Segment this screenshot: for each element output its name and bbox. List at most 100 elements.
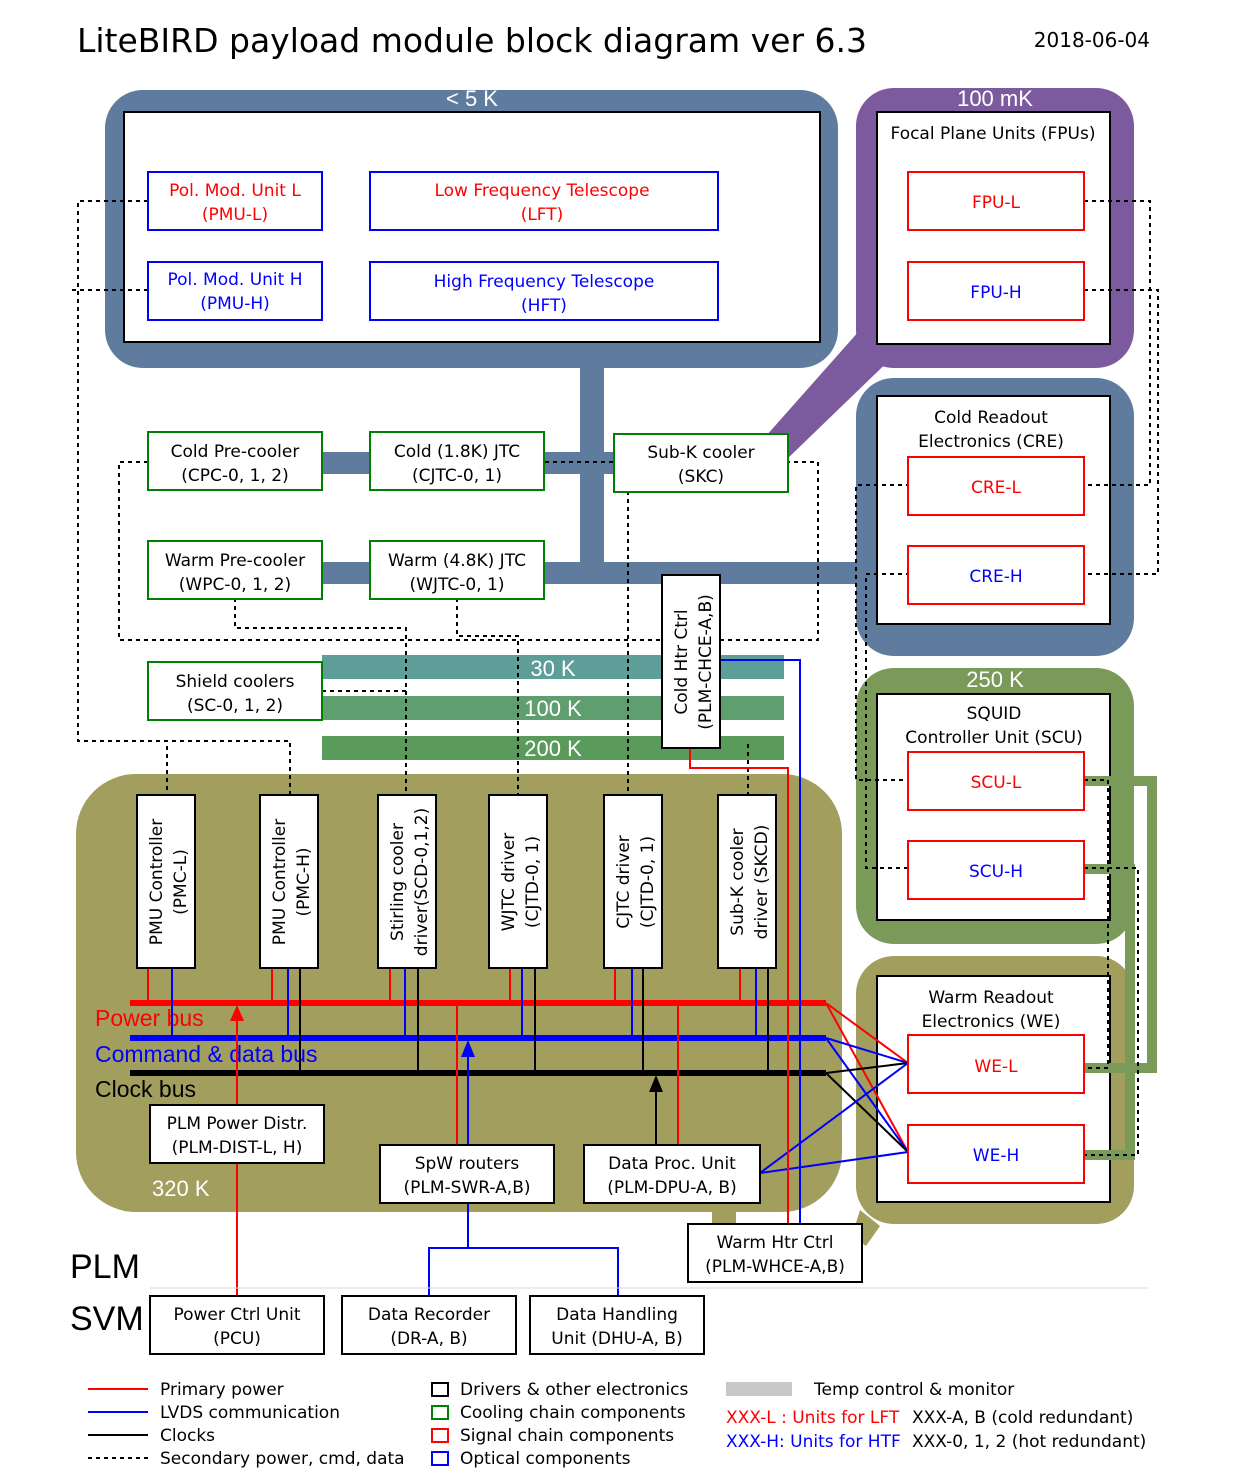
svg-text:(CPC-0, 1, 2): (CPC-0, 1, 2) <box>181 466 288 486</box>
secondary-lines <box>68 200 1159 1156</box>
svg-text:(PMU-L): (PMU-L) <box>202 205 268 225</box>
cpc-box: Cold Pre-cooler (CPC-0, 1, 2) <box>147 431 323 491</box>
svg-text:Stirling cooler: Stirling cooler <box>388 823 408 941</box>
plm-label: PLM <box>70 1248 140 1286</box>
svg-text:Cold Pre-cooler: Cold Pre-cooler <box>171 442 300 462</box>
cre-title-2: Electronics (CRE) <box>918 432 1064 452</box>
svg-text:Data Handling: Data Handling <box>556 1305 678 1325</box>
cjtc-box: Cold (1.8K) JTC (CJTC-0, 1) <box>369 431 545 491</box>
cre-h-box: CRE-H <box>907 545 1085 605</box>
cold-htr-ctrl-box: Cold Htr Ctrl (PLM-CHCE-A,B) <box>661 574 721 749</box>
svg-text:(DR-A, B): (DR-A, B) <box>390 1329 467 1349</box>
svg-text:Pol. Mod. Unit L: Pol. Mod. Unit L <box>169 181 301 201</box>
svg-text:(PCU): (PCU) <box>213 1329 261 1349</box>
svg-text:Warm (4.8K) JTC: Warm (4.8K) JTC <box>388 551 526 571</box>
scu-title-2: Controller Unit (SCU) <box>905 728 1082 748</box>
svg-text:WE-H: WE-H <box>973 1146 1019 1166</box>
svg-text:(PMC-L): (PMC-L) <box>171 849 191 915</box>
cre-l-box: CRE-L <box>907 456 1085 516</box>
svg-text:(SKC): (SKC) <box>678 467 724 487</box>
bus-to-we-lines <box>759 1002 909 1174</box>
legend-clocks: Clocks <box>160 1426 215 1446</box>
legend-optical: Optical components <box>460 1449 631 1469</box>
svg-text:Cold Htr Ctrl: Cold Htr Ctrl <box>672 609 692 714</box>
svg-text:SpW routers: SpW routers <box>415 1154 520 1174</box>
legend: Primary power LVDS communication Clocks … <box>88 1380 1146 1469</box>
svg-text:FPU-H: FPU-H <box>970 283 1021 303</box>
svg-text:High Frequency Telescope: High Frequency Telescope <box>434 272 655 292</box>
plm-dist-box: PLM Power Distr. (PLM-DIST-L, H) <box>149 1104 325 1164</box>
hft-box: High Frequency Telescope (HFT) <box>369 261 719 321</box>
shield-coolers-box: Shield coolers (SC-0, 1, 2) <box>147 661 323 721</box>
legend-xxx-012: XXX-0, 1, 2 (hot redundant) <box>912 1432 1146 1452</box>
scd-box: Stirling cooler driver(SCD-0,1,2) <box>377 794 437 969</box>
svg-text:WE-L: WE-L <box>974 1057 1018 1077</box>
fpu-l-box: FPU-L <box>907 171 1085 231</box>
svg-text:Sub-K cooler: Sub-K cooler <box>647 443 754 463</box>
wpc-box: Warm Pre-cooler (WPC-0, 1, 2) <box>147 540 323 600</box>
zone-320k-label: 320 K <box>152 1176 210 1201</box>
svg-text:CRE-H: CRE-H <box>969 567 1022 587</box>
spw-routers-box: SpW routers (PLM-SWR-A,B) <box>379 1144 555 1204</box>
legend-xxx-h: XXX-H: Units for HTF <box>726 1432 901 1452</box>
svg-text:(PLM-WHCE-A,B): (PLM-WHCE-A,B) <box>705 1257 845 1277</box>
fpu-h-box: FPU-H <box>907 261 1085 321</box>
svg-text:FPU-L: FPU-L <box>972 193 1021 213</box>
svg-text:Low Frequency Telescope: Low Frequency Telescope <box>434 181 649 201</box>
legend-xxx-l: XXX-L : Units for LFT <box>726 1408 900 1428</box>
data-recorder-box: Data Recorder (DR-A, B) <box>341 1295 517 1355</box>
pmc-h-box: PMU Controller (PMC-H) <box>259 794 319 969</box>
pmc-l-box: PMU Controller (PMC-L) <box>136 794 196 969</box>
svg-text:SCU-L: SCU-L <box>971 773 1022 793</box>
svg-text:Unit (DHU-A, B): Unit (DHU-A, B) <box>551 1329 682 1349</box>
skcd-box: Sub-K cooler driver (SKCD) <box>717 794 777 969</box>
svg-text:(WPC-0, 1, 2): (WPC-0, 1, 2) <box>179 575 291 595</box>
svg-text:Shield coolers: Shield coolers <box>176 672 295 692</box>
svg-text:(HFT): (HFT) <box>521 296 567 316</box>
svg-text:WJTC driver: WJTC driver <box>499 833 519 932</box>
svg-text:Sub-K cooler: Sub-K cooler <box>728 828 748 935</box>
pcu-box: Power Ctrl Unit (PCU) <box>149 1295 325 1355</box>
wjtd-box: WJTC driver (CJTD-0, 1) <box>488 794 548 969</box>
svg-text:(WJTC-0, 1): (WJTC-0, 1) <box>410 575 505 595</box>
svg-text:PMU Controller: PMU Controller <box>147 819 167 945</box>
svg-text:driver(SCD-0,1,2): driver(SCD-0,1,2) <box>412 808 432 956</box>
cre-title-1: Cold Readout <box>934 408 1048 428</box>
legend-lvds: LVDS communication <box>160 1403 340 1423</box>
warm-htr-ctrl-box: Warm Htr Ctrl (PLM-WHCE-A,B) <box>687 1223 863 1283</box>
svg-text:Warm Htr Ctrl: Warm Htr Ctrl <box>717 1233 834 1253</box>
legend-secondary: Secondary power, cmd, data <box>160 1449 405 1469</box>
fpu-title: Focal Plane Units (FPUs) <box>891 124 1096 144</box>
svg-text:Power Ctrl Unit: Power Ctrl Unit <box>173 1305 300 1325</box>
svm-label: SVM <box>70 1300 144 1338</box>
zone-320k-stub <box>712 1200 736 1226</box>
legend-xxx-ab: XXX-A, B (cold redundant) <box>912 1408 1133 1428</box>
svg-text:SCU-H: SCU-H <box>969 862 1023 882</box>
pmu-h-box: Pol. Mod. Unit H (PMU-H) <box>147 261 323 321</box>
svg-text:Pol. Mod. Unit H: Pol. Mod. Unit H <box>167 270 302 290</box>
zone-30k-label: 30 K <box>530 656 576 681</box>
svg-text:PMU Controller: PMU Controller <box>270 819 290 945</box>
dhu-box: Data Handling Unit (DHU-A, B) <box>529 1295 705 1355</box>
legend-cooling: Cooling chain components <box>460 1403 686 1423</box>
svg-text:(CJTD-0, 1): (CJTD-0, 1) <box>638 836 658 928</box>
we-title-2: Electronics (WE) <box>922 1012 1061 1032</box>
svg-text:(PLM-CHCE-A,B): (PLM-CHCE-A,B) <box>696 594 716 730</box>
legend-signal: Signal chain components <box>460 1426 674 1446</box>
svg-text:(PLM-SWR-A,B): (PLM-SWR-A,B) <box>404 1178 531 1198</box>
svg-text:(SC-0, 1, 2): (SC-0, 1, 2) <box>187 696 283 716</box>
clock-bus-label: Clock bus <box>95 1076 196 1102</box>
we-l-box: WE-L <box>907 1034 1085 1094</box>
svg-text:CRE-L: CRE-L <box>971 478 1022 498</box>
svg-text:(CJTC-0, 1): (CJTC-0, 1) <box>412 466 502 486</box>
legend-primary-power: Primary power <box>160 1380 284 1400</box>
pmu-l-box: Pol. Mod. Unit L (PMU-L) <box>147 171 323 231</box>
spw-svm-lvds-lines <box>428 1203 619 1296</box>
power-bus-label: Power bus <box>95 1005 204 1031</box>
legend-drivers: Drivers & other electronics <box>460 1380 688 1400</box>
zone-5k-label: < 5 K <box>446 86 498 111</box>
svg-text:Data Recorder: Data Recorder <box>368 1305 490 1325</box>
we-title-1: Warm Readout <box>928 988 1054 1008</box>
svg-text:PLM Power Distr.: PLM Power Distr. <box>167 1114 308 1134</box>
